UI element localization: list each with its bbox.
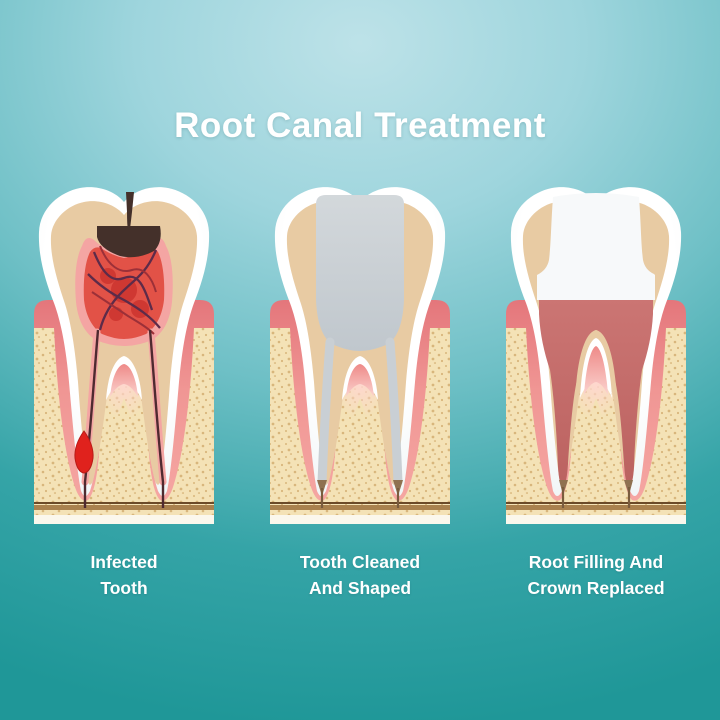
- infected-tooth-illustration: [34, 187, 214, 524]
- stage-infected-tooth: Infected Tooth: [24, 182, 224, 602]
- caption-line: And Shaped: [308, 578, 412, 599]
- filled-tooth-illustration: [506, 187, 686, 524]
- caption-line: Crown Replaced: [527, 578, 665, 599]
- stages-row: Infected Tooth: [0, 182, 720, 602]
- caption-line: Root Filling And: [528, 552, 664, 572]
- caption-line: Infected: [90, 552, 158, 572]
- caption-line: Tooth Cleaned: [299, 552, 421, 572]
- poster-title: Root Canal Treatment: [174, 106, 546, 145]
- caption-tooth-cleaned: Tooth Cleaned And Shaped: [300, 549, 420, 602]
- caption-line: Tooth: [100, 578, 148, 599]
- caption-root-filling: Root Filling And Crown Replaced: [527, 549, 664, 602]
- cleaned-tooth-illustration: [270, 187, 450, 524]
- caption-infected-tooth: Infected Tooth: [90, 549, 157, 602]
- stage-tooth-cleaned: Tooth Cleaned And Shaped: [260, 182, 460, 602]
- stage-root-filling: Root Filling And Crown Replaced: [496, 182, 696, 602]
